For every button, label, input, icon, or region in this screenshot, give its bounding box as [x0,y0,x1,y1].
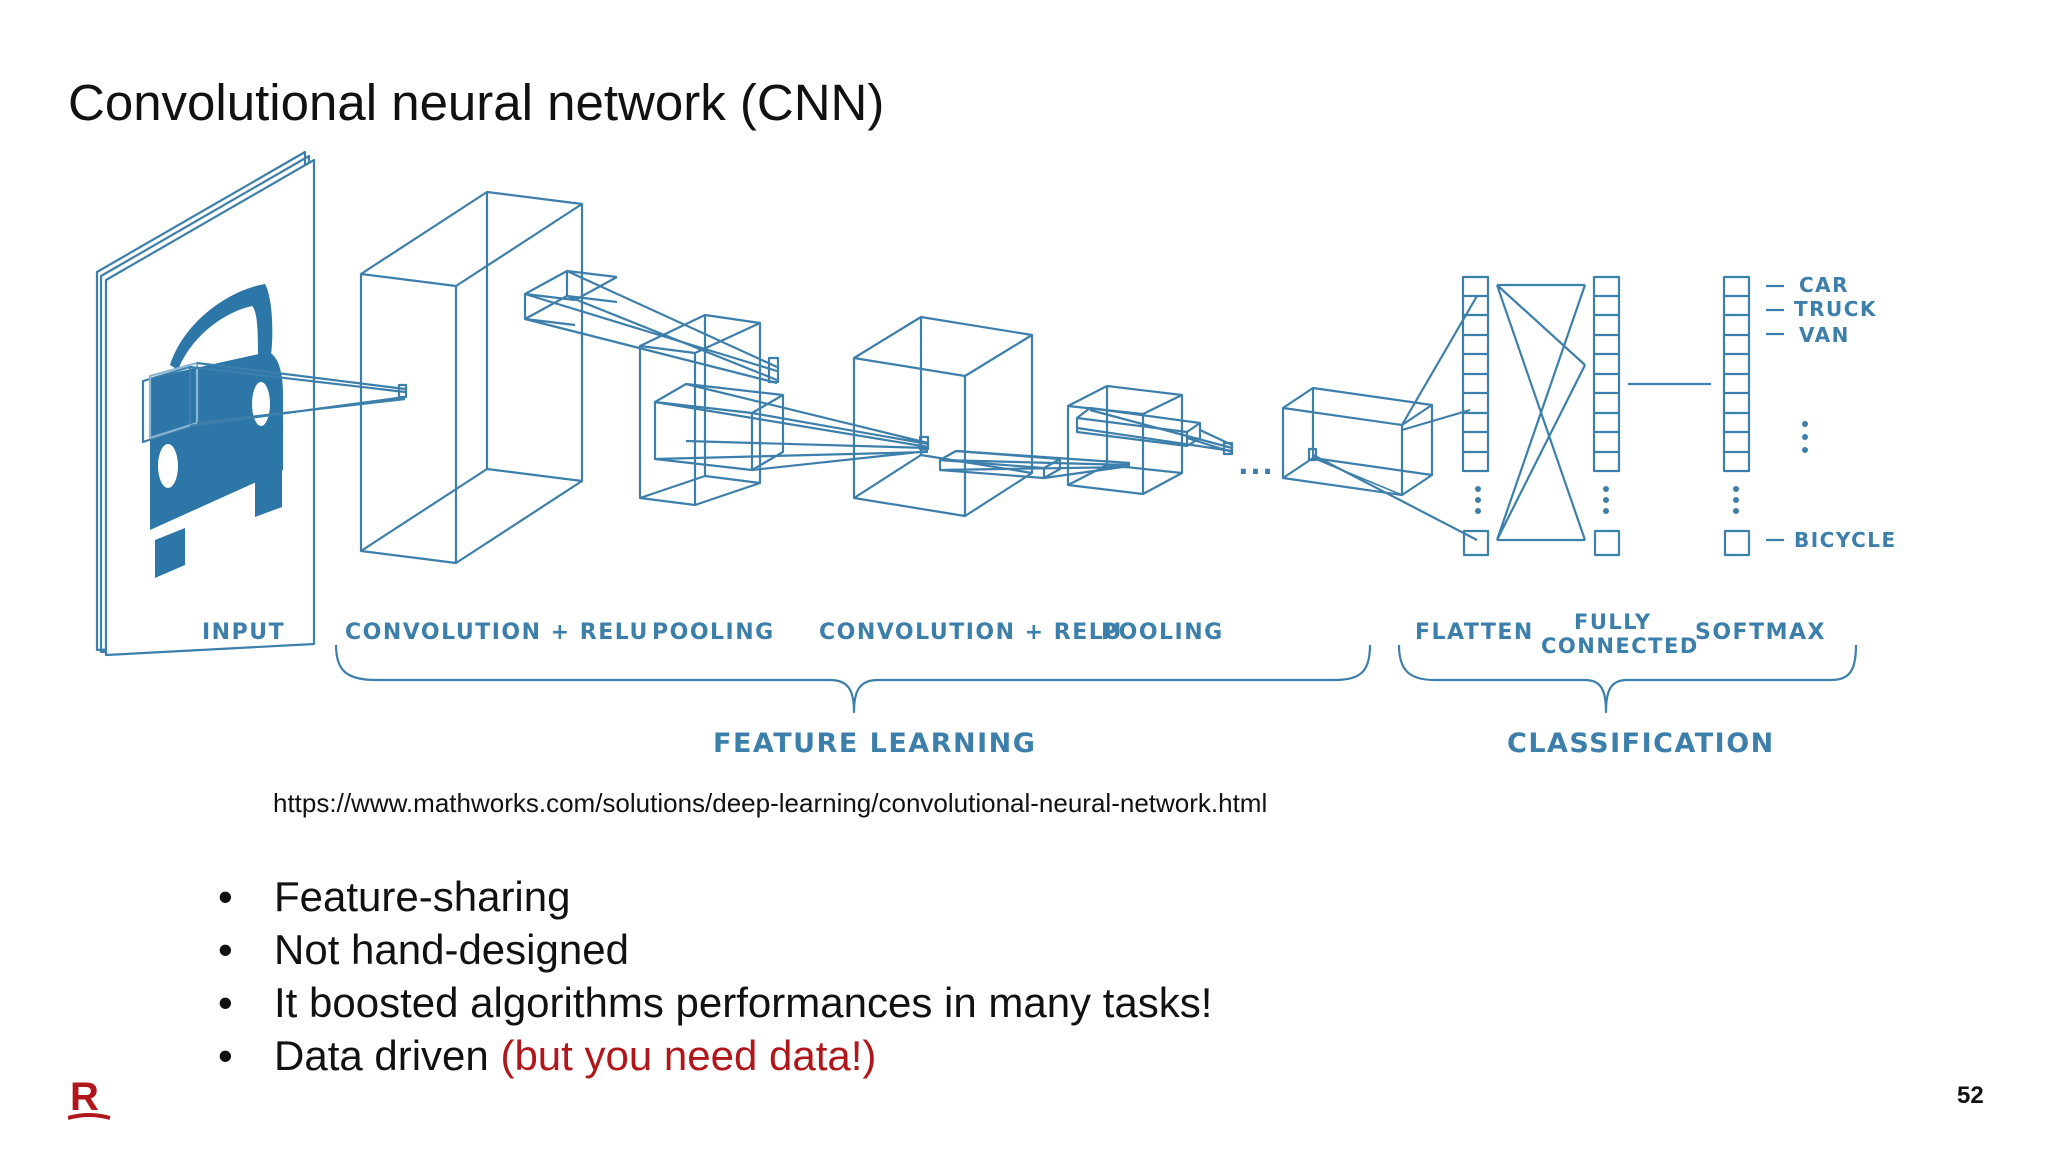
bullet-marker: • [218,926,233,973]
car-icon [150,284,283,578]
label-connected: CONNECTED [1541,634,1699,658]
page-number: 52 [1957,1082,1984,1109]
label-pooling-2: POOLING [1101,620,1224,645]
label-classification: CLASSIFICATION [1507,728,1775,759]
label-softmax: SOFTMAX [1695,620,1826,645]
class-van: VAN [1799,323,1850,347]
bullet-text: It boosted algorithms performances in ma… [274,979,1213,1026]
label-pooling-1: POOLING [652,620,775,645]
slide-title: Convolutional neural network (CNN) [68,74,885,131]
bullet-text: Data driven (but you need data!) [274,1032,877,1079]
bullet-highlight: (but you need data!) [500,1032,877,1079]
final-feature-block [1281,295,1478,541]
fully-connected-column [1592,275,1711,557]
pool-block-2 [1066,384,1234,496]
label-convolution-relu-2: CONVOLUTION + RELU [819,620,1123,645]
class-bicycle: BICYCLE [1794,528,1897,552]
bullet-text: Not hand-designed [274,926,629,973]
label-input: INPUT [202,620,285,645]
svg-text:R: R [70,1075,99,1119]
input-image [95,150,408,657]
ellipsis-dots [1475,421,1808,514]
conv-block-1 [359,190,780,565]
label-feature-learning: FEATURE LEARNING [713,728,1036,759]
label-convolution-relu-1: CONVOLUTION + RELU [345,620,649,645]
brand-logo: R [67,1074,112,1129]
feature-learning-brace [334,644,1372,714]
fc-connections [1495,283,1587,542]
class-car: CAR [1799,273,1849,297]
bullet-marker: • [218,873,233,920]
bullet-marker: • [218,1032,233,1079]
classification-brace [1397,644,1858,714]
bullet-text: Feature-sharing [274,873,571,920]
label-flatten: FLATTEN [1415,620,1534,645]
class-truck: TRUCK [1794,297,1877,321]
conv-block-2 [852,315,1131,518]
bullet-list: • Feature-sharing • Not hand-designed • … [218,870,1212,1082]
bullet-item: • Feature-sharing [218,870,1212,923]
bullet-marker: • [218,979,233,1026]
bullet-item: • Not hand-designed [218,923,1212,976]
layer-ellipsis: ... [1238,448,1274,481]
softmax-column [1722,275,1784,557]
bullet-item: • Data driven (but you need data!) [218,1029,1212,1082]
source-url[interactable]: https://www.mathworks.com/solutions/deep… [273,788,1268,818]
bullet-item: • It boosted algorithms performances in … [218,976,1212,1029]
flatten-column [1461,275,1490,557]
label-fully: FULLY [1574,610,1652,634]
